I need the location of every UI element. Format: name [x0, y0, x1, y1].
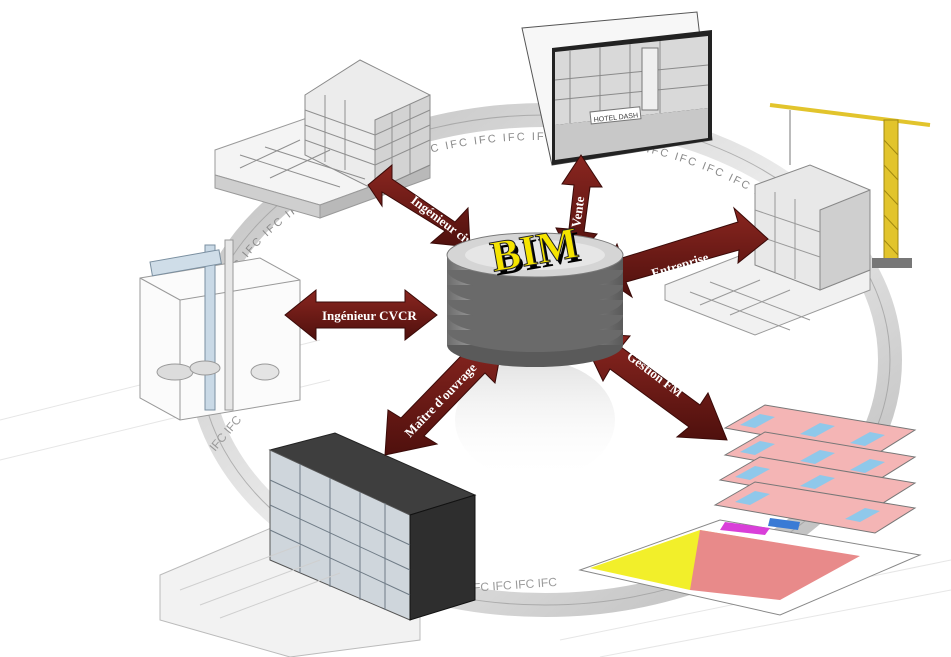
construction-model	[664, 103, 931, 336]
arrow-gestion-fm	[579, 332, 728, 441]
label-vente: Vente	[568, 195, 587, 228]
svg-text:IFC IFC IFC IFC: IFC IFC IFC IFC	[469, 575, 557, 595]
sales-panel: HOTEL DASH	[521, 11, 713, 166]
label-ingenieur-cvcr: Ingénieur CVCR	[322, 308, 417, 323]
hvac-model	[139, 239, 301, 421]
fm-floor-plans	[578, 404, 922, 616]
structure-model	[214, 59, 431, 219]
owner-building-model	[159, 432, 477, 657]
arrow-ingenieur-cvcr	[284, 288, 438, 342]
disk-reflection	[455, 360, 615, 480]
hotel-sign-text: HOTEL DASH	[593, 112, 638, 124]
bim-disk-stack	[446, 232, 624, 367]
stacked-floors	[713, 404, 917, 534]
